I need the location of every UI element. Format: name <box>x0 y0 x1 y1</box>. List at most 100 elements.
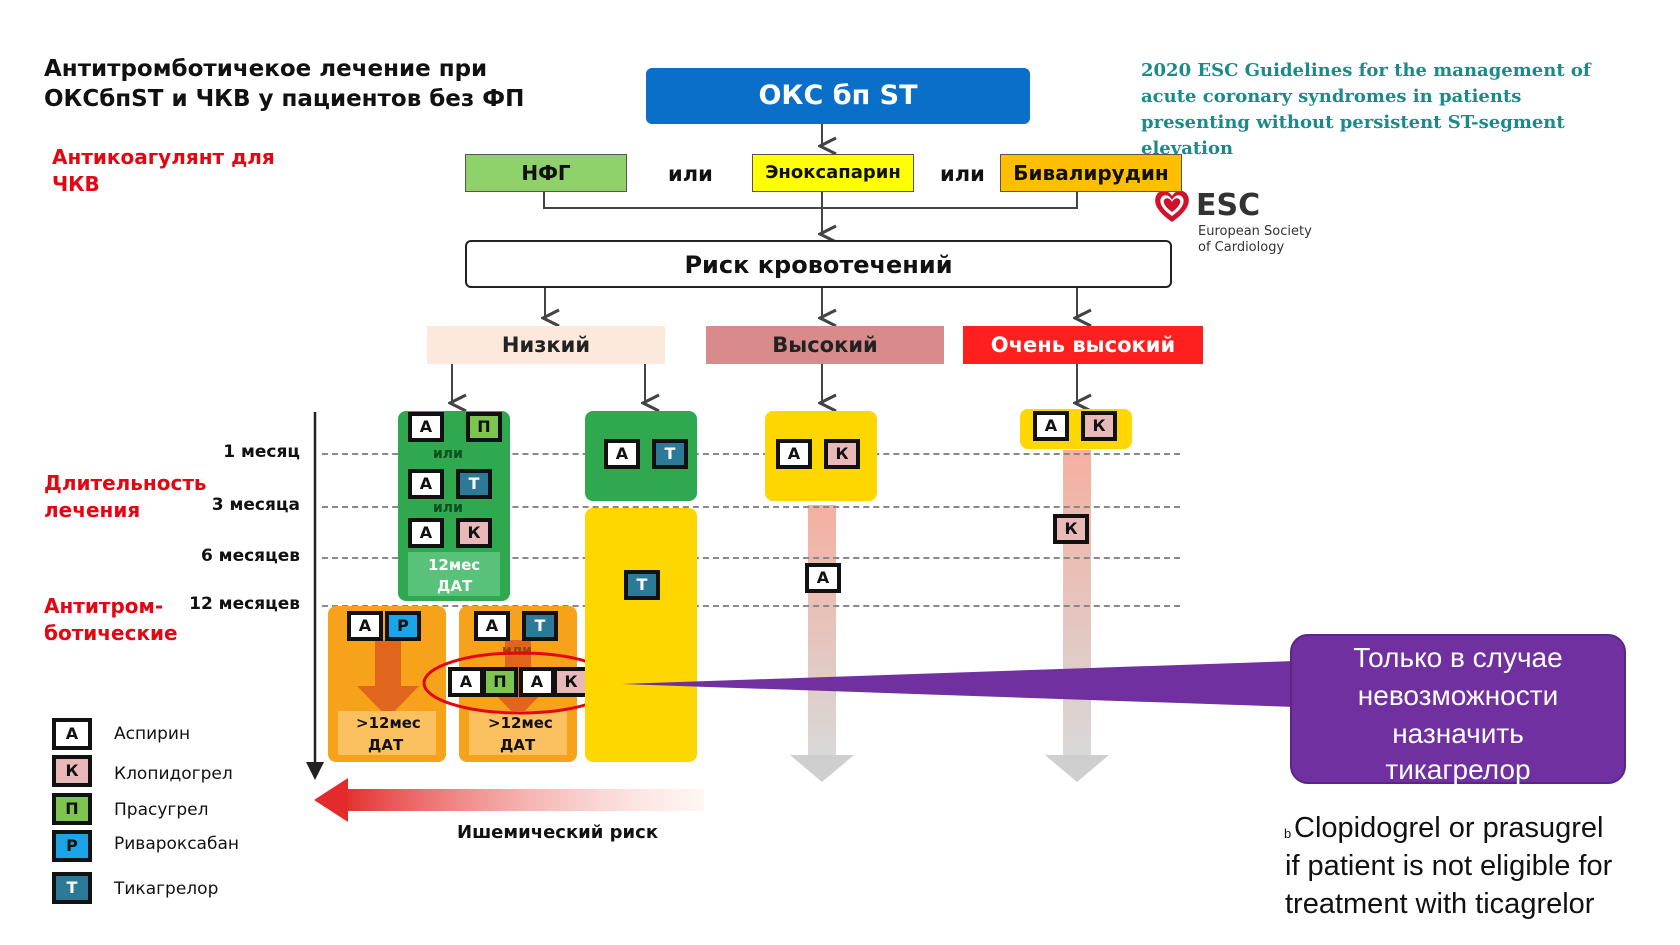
risk-very-high-box: Очень высокий <box>963 326 1203 364</box>
low-risk-ticagrelor-yellow <box>585 508 697 762</box>
period-3-months: 3 месяца <box>211 495 300 515</box>
connector <box>543 178 1078 209</box>
antithrombotic-label-line-1: Антитром- <box>44 594 164 618</box>
ufh-box: НФГ <box>465 154 627 192</box>
drug-ticagrelor: Т <box>624 570 660 600</box>
callout-line-3: назначить <box>1392 718 1524 749</box>
heart-icon <box>1155 190 1189 222</box>
risk-high-box: Высокий <box>706 326 944 364</box>
drug-aspirin: А <box>408 518 444 548</box>
period-6-months: 6 месяцев <box>200 546 300 566</box>
drug-prasugrel: П <box>466 412 502 442</box>
dat-gt12-right-bg <box>469 711 567 755</box>
enoxaparin-box: Эноксапарин <box>752 154 914 192</box>
dat-gt12-left-bg <box>338 711 436 755</box>
drug-aspirin: А <box>448 667 484 697</box>
period-1-month: 1 месяц <box>223 442 300 462</box>
or-word-2: или <box>940 162 985 186</box>
ischemic-arrow-head <box>314 778 348 822</box>
drug-aspirin: А <box>347 611 383 641</box>
drug-ticagrelor: Т <box>652 439 688 469</box>
drug-aspirin: А <box>408 469 444 499</box>
drug-rivaroxaban: Р <box>385 611 421 641</box>
guideline-line-3: presenting without persistent ST-segment <box>1141 112 1565 133</box>
callout-line-1: Только в случае <box>1353 642 1563 673</box>
dat12-line-2: ДАТ <box>437 577 473 595</box>
or-small-3: или <box>502 643 532 659</box>
dat12-label-bg <box>408 552 500 596</box>
drug-aspirin: А <box>408 412 444 442</box>
footnote-line-3: treatment with ticagrelor <box>1285 888 1595 920</box>
guideline-line-2: acute coronary syndromes in patients <box>1141 86 1522 107</box>
dash-line-6-months <box>322 557 1180 559</box>
footnote-line-1: Clopidogrel or prasugrel <box>1294 812 1604 844</box>
duration-label-line-1: Длительность <box>44 471 207 495</box>
drug-ticagrelor: Т <box>456 469 492 499</box>
guideline-line-1: 2020 ESC Guidelines for the management o… <box>1141 60 1591 81</box>
dat12-line-1: 12мес <box>428 556 481 574</box>
or-small-2: или <box>433 500 463 516</box>
very-high-risk-bar <box>1063 450 1091 755</box>
footnote-mark: b <box>1284 826 1292 841</box>
dash-line-1-month <box>322 453 1180 455</box>
title-line-2: ОКСбпST и ЧКВ у пациентов без ФП <box>44 86 525 112</box>
esc-logo: ESC European Society of Cardiology <box>1152 186 1322 261</box>
dat-gt12-left-line-1: >12мес <box>356 714 421 732</box>
drug-aspirin: А <box>474 611 510 641</box>
anticoag-label-line-2: ЧКВ <box>52 172 100 196</box>
legend-label-aspirin: Аспирин <box>114 724 191 744</box>
drug-clopidogrel: К <box>1053 514 1089 544</box>
legend-swatch-ticagrelor: Т <box>52 872 92 904</box>
dash-line-12-months <box>322 605 1180 607</box>
esc-line-2: of Cardiology <box>1198 240 1285 255</box>
dat-gt12-right-line-1: >12мес <box>488 714 553 732</box>
legend-swatch-aspirin: А <box>52 718 92 750</box>
drug-clopidogrel: К <box>1081 411 1117 441</box>
footnote-line-2: if patient is not eligible for <box>1285 850 1613 882</box>
legend-label-clopidogrel: Клопидогрел <box>114 764 233 784</box>
guideline-line-4: elevation <box>1141 138 1234 159</box>
drug-clopidogrel: К <box>456 518 492 548</box>
very-high-risk-bar-head <box>1045 755 1109 782</box>
dat-gt12-left-line-2: ДАТ <box>368 736 404 754</box>
legend-swatch-prasugrel: П <box>52 793 92 825</box>
bivalirudin-box: Бивалирудин <box>1000 154 1182 192</box>
drug-aspirin: А <box>776 439 812 469</box>
anticoag-label-line-1: Антикоагулянт для <box>52 145 275 169</box>
duration-label-line-2: лечения <box>44 498 141 522</box>
drug-aspirin: А <box>604 439 640 469</box>
drug-clopidogrel: К <box>824 439 860 469</box>
dat-gt12-right-line-2: ДАТ <box>500 736 536 754</box>
legend-swatch-rivaroxaban: Р <box>52 830 92 862</box>
drug-aspirin: А <box>1033 411 1069 441</box>
period-12-months: 12 месяцев <box>189 594 300 614</box>
legend-swatch-clopidogrel: К <box>52 755 92 787</box>
callout-line-2: невозможности <box>1357 680 1559 711</box>
ischemic-arrow-shaft <box>340 789 704 811</box>
antithrombotic-label-line-2: ботические <box>44 621 178 645</box>
high-risk-bar-head <box>790 755 854 782</box>
high-risk-bar <box>808 505 836 755</box>
legend-label-prasugrel: Прасугрел <box>114 800 209 820</box>
bleeding-risk-box: Риск кровотечений <box>465 240 1172 288</box>
drug-aspirin: А <box>519 667 555 697</box>
or-word-1: или <box>668 162 713 186</box>
callout-line-4: тикагрелор <box>1385 754 1531 785</box>
risk-low-box: Низкий <box>427 326 665 364</box>
callout-box: Только в случае невозможности назначить … <box>1290 634 1626 785</box>
title-line-1: Антитромботичекое лечение при <box>44 56 488 82</box>
legend-label-ticagrelor: Тикагрелор <box>114 879 219 899</box>
drug-ticagrelor: Т <box>522 611 558 641</box>
nste-acs-box: ОКС бп ST <box>646 68 1030 124</box>
drug-prasugrel: П <box>482 667 518 697</box>
or-small-1: или <box>433 446 463 462</box>
esc-line-1: European Society <box>1198 224 1312 239</box>
legend-label-rivaroxaban: Ривароксабан <box>114 834 239 854</box>
time-axis-arrowhead <box>306 762 324 780</box>
down-arrow-left <box>357 640 419 718</box>
esc-abbr: ESC <box>1196 188 1261 223</box>
ischemic-risk-label: Ишемический риск <box>457 822 659 843</box>
drug-aspirin: А <box>805 563 841 593</box>
dash-line-3-months <box>322 506 1180 508</box>
